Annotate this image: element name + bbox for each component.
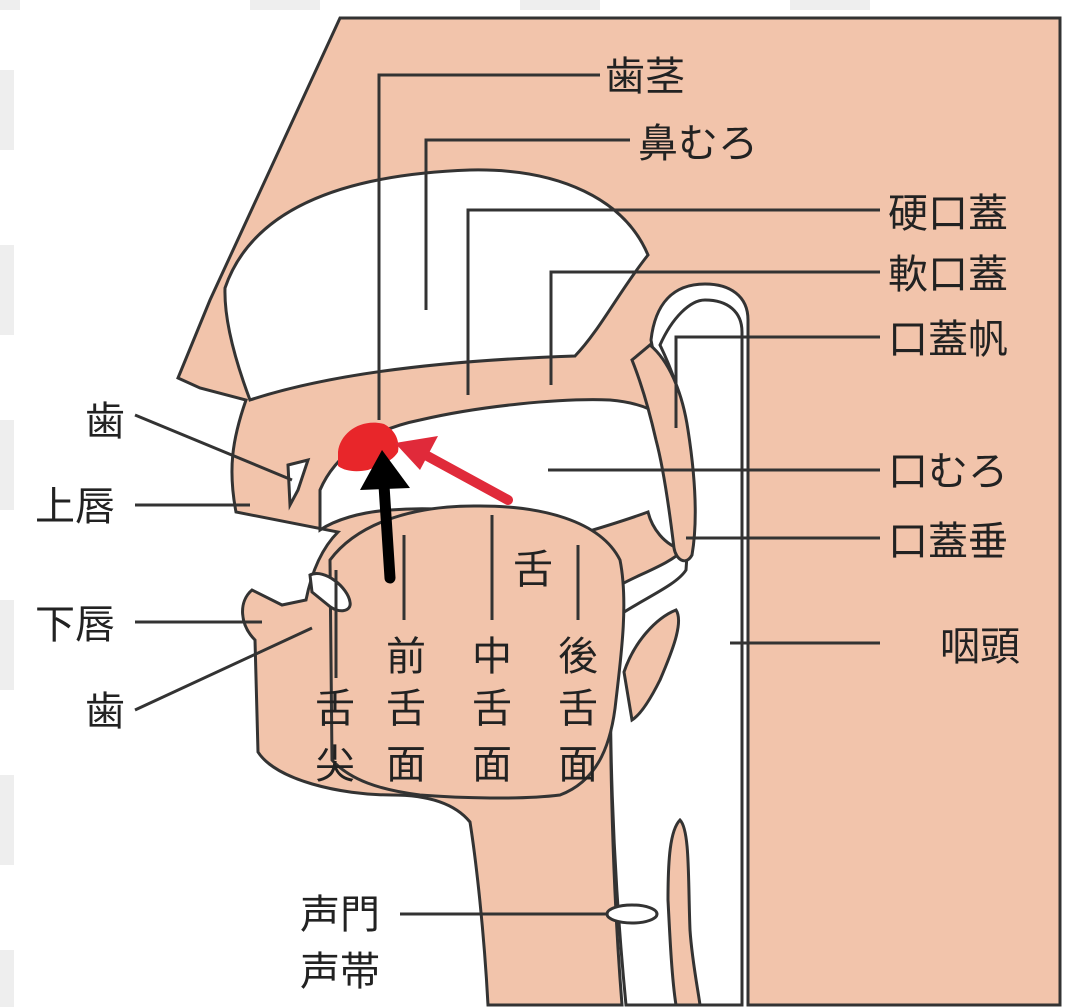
label-glottis: 声門: [300, 892, 380, 938]
label-middle-tongue-char: 面: [472, 742, 512, 788]
label-middle-tongue-char: 中: [472, 634, 512, 680]
label-front-tongue-char: 面: [386, 742, 426, 788]
label-front-tongue-char: 舌: [386, 686, 426, 732]
label-middle-tongue: 中 舌 面: [472, 634, 512, 788]
red-arrow-icon: [395, 436, 513, 505]
epiglottis: [622, 608, 681, 723]
background-tiles: [0, 0, 870, 1007]
label-tongue-tip-char: 舌: [315, 686, 355, 732]
label-back-tongue-char: 後: [558, 634, 598, 680]
label-back-tongue: 後 舌 面: [558, 634, 598, 788]
label-nasal-cavity: 鼻むろ: [638, 121, 758, 167]
label-tongue-tip-char: 尖: [315, 742, 355, 788]
label-lower-lip: 下唇: [35, 602, 115, 648]
label-vocal-cords: 声帯: [300, 949, 380, 995]
label-middle-tongue-char: 舌: [472, 686, 512, 732]
glottis-ellipse: [605, 903, 659, 925]
label-velum: 口蓋帆: [888, 317, 1008, 363]
label-uvula: 口蓋垂: [888, 519, 1008, 565]
pharynx-airway: [609, 298, 744, 1007]
label-alveolar-ridge: 歯茎: [605, 54, 685, 100]
nasal-cavity: [223, 168, 650, 402]
label-back-tongue-char: 面: [558, 742, 598, 788]
label-tongue: 舌: [513, 547, 553, 593]
label-front-tongue-char: 前: [386, 634, 426, 680]
label-back-tongue-char: 舌: [558, 686, 598, 732]
leader-lines: [134, 73, 880, 916]
label-upper-teeth: 歯: [85, 399, 125, 445]
label-soft-palate: 軟口蓋: [888, 252, 1008, 298]
label-tongue-tip: 舌 尖: [315, 686, 355, 788]
label-oral-cavity: 口むろ: [888, 449, 1008, 495]
label-upper-lip: 上唇: [35, 484, 115, 530]
black-arrow-icon: [360, 450, 410, 584]
label-hard-palate: 硬口蓋: [888, 191, 1008, 237]
label-lower-teeth: 歯: [85, 689, 125, 735]
upper-teeth-shape: [286, 457, 311, 511]
vocal-cord-fold: [666, 817, 702, 1007]
label-front-tongue: 前 舌 面: [386, 634, 426, 788]
label-pharynx: 咽頭: [940, 624, 1020, 670]
uvula: [630, 343, 697, 563]
lower-teeth-shape: [308, 572, 352, 613]
